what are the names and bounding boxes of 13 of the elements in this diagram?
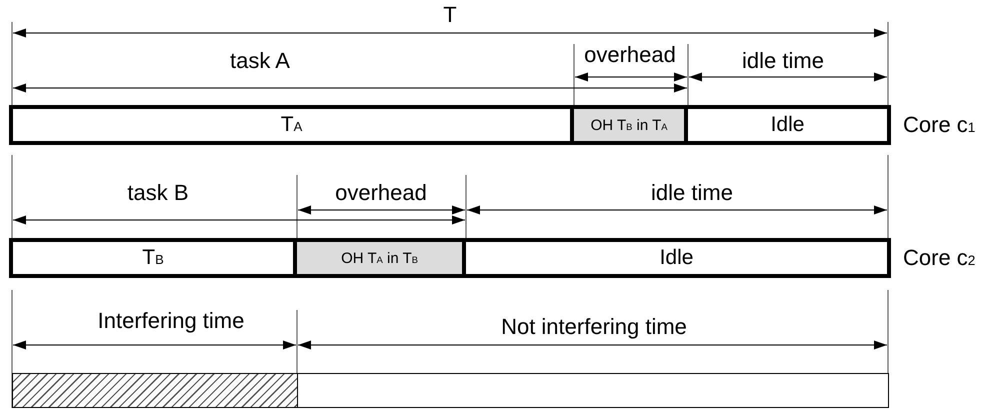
duration-label: T [443,2,457,28]
duration-label: task B [127,180,189,206]
duration-label: Interfering time [98,308,244,334]
duration-label: overhead [335,180,427,206]
time-bar [298,373,889,408]
time-segment: Idle [688,105,891,145]
duration-label: Not interfering time [501,314,687,340]
time-segment: Idle [466,238,891,278]
duration-label: idle time [651,180,733,206]
duration-label: overhead [584,42,676,68]
duration-label: idle time [742,48,824,74]
duration-label: task A [230,48,290,74]
hatched-bar [12,373,298,408]
